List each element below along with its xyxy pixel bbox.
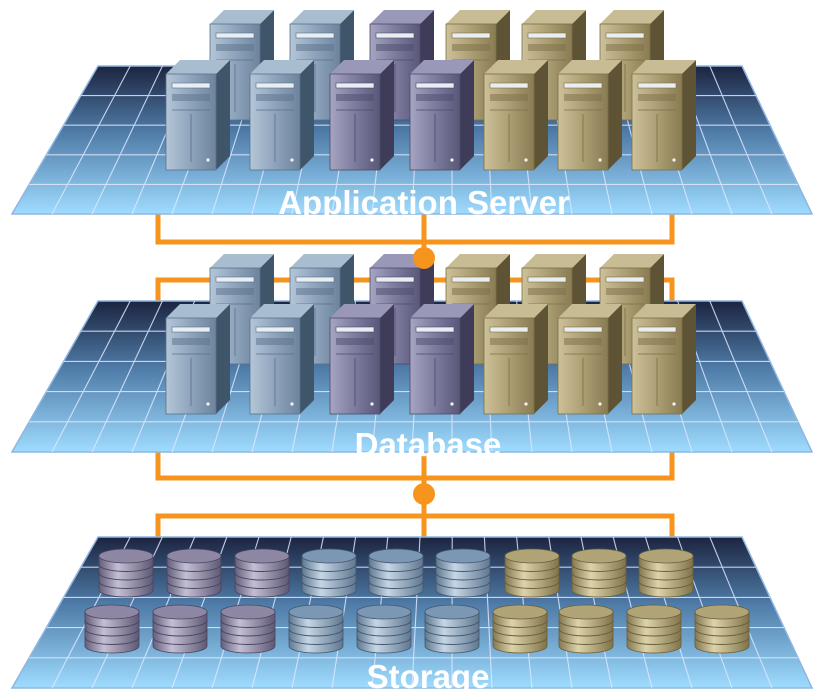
tier-label-storage: Storage	[367, 658, 490, 692]
server-tower-icon	[483, 60, 548, 171]
storage-disk-group	[84, 548, 750, 654]
disk-stack-icon	[356, 604, 412, 654]
server-tower-icon	[329, 304, 394, 415]
disk-stack-icon	[166, 548, 222, 598]
database-server-group	[165, 254, 696, 415]
server-tower-icon	[249, 60, 314, 171]
server-tower-icon	[165, 60, 230, 171]
disk-stack-icon	[435, 548, 491, 598]
disk-stack-icon	[98, 548, 154, 598]
server-tower-icon	[631, 60, 696, 171]
app-server-group	[165, 10, 696, 171]
junction-dot-icon	[413, 247, 435, 269]
disk-stack-icon	[626, 604, 682, 654]
disk-stack-icon	[638, 548, 694, 598]
server-tower-icon	[249, 304, 314, 415]
disk-stack-icon	[558, 604, 614, 654]
disk-stack-icon	[368, 548, 424, 598]
disk-stack-icon	[571, 548, 627, 598]
server-tower-icon	[631, 304, 696, 415]
disk-stack-icon	[504, 548, 560, 598]
server-tower-icon	[409, 304, 474, 415]
disk-stack-icon	[424, 604, 480, 654]
disk-stack-icon	[84, 604, 140, 654]
server-tower-icon	[557, 304, 622, 415]
disk-stack-icon	[152, 604, 208, 654]
server-tower-icon	[329, 60, 394, 171]
server-tower-icon	[557, 60, 622, 171]
disk-stack-icon	[492, 604, 548, 654]
disk-stack-icon	[234, 548, 290, 598]
disk-stack-icon	[694, 604, 750, 654]
server-tower-icon	[483, 304, 548, 415]
server-tower-icon	[409, 60, 474, 171]
junction-dot-icon	[413, 483, 435, 505]
tier-label-database: Database	[355, 426, 502, 463]
disk-stack-icon	[220, 604, 276, 654]
disk-stack-icon	[301, 548, 357, 598]
server-tower-icon	[165, 304, 230, 415]
tier-label-application-server: Application Server	[278, 184, 570, 221]
disk-stack-icon	[288, 604, 344, 654]
